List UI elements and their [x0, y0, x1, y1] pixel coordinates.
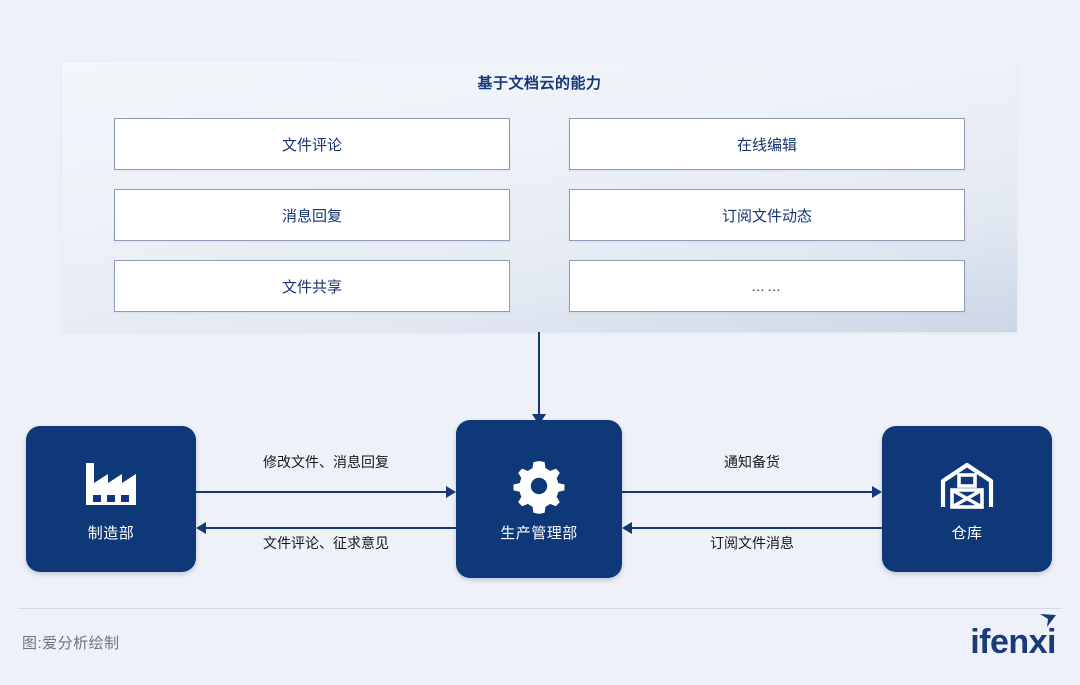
logo-arrow-icon	[1038, 613, 1058, 634]
capability-grid: 文件评论 在线编辑 消息回复 订阅文件动态 文件共享 ……	[114, 118, 965, 312]
flow-node-warehouse-label: 仓库	[951, 524, 983, 542]
flow-arrow-warehouse-to-production-line	[632, 527, 882, 529]
warehouse-icon	[937, 456, 997, 516]
flow-label-production-to-manufacturing: 文件评论、征求意见	[263, 535, 389, 551]
arrow-right-icon-manufacturing-to-production	[446, 486, 456, 498]
arrow-right-icon-production-to-warehouse	[872, 486, 882, 498]
panel-to-production-connector-line	[538, 332, 540, 418]
panel-to-production-arrowhead-icon	[532, 414, 546, 425]
flow-arrow-production-to-warehouse-line	[622, 491, 872, 493]
flow-node-manufacturing[interactable]: 制造部	[26, 426, 196, 572]
flow-label-warehouse-to-production: 订阅文件消息	[710, 535, 794, 551]
flow-arrow-production-to-manufacturing-line	[206, 527, 456, 529]
flow-node-production-label: 生产管理部	[500, 524, 578, 542]
brand-logo-text: ifenxi	[970, 623, 1056, 661]
footer-divider	[18, 608, 1062, 609]
footer-credit: 图:爱分析绘制	[22, 635, 120, 652]
capability-box-file-comment[interactable]: 文件评论	[114, 118, 510, 170]
flow-arrow-manufacturing-to-production-line	[196, 491, 446, 493]
arrow-left-icon-warehouse-to-production	[622, 522, 632, 534]
capability-box-more[interactable]: ……	[569, 260, 965, 312]
flow-node-production[interactable]: 生产管理部	[456, 420, 622, 578]
flow-node-warehouse[interactable]: 仓库	[882, 426, 1052, 572]
capability-box-message-reply[interactable]: 消息回复	[114, 189, 510, 241]
factory-icon	[81, 456, 141, 516]
flow-label-manufacturing-to-production: 修改文件、消息回复	[263, 454, 389, 470]
capability-box-subscribe-file-updates[interactable]: 订阅文件动态	[569, 189, 965, 241]
capability-panel-title: 基于文档云的能力	[477, 75, 602, 92]
capability-box-online-edit[interactable]: 在线编辑	[569, 118, 965, 170]
brand-logo: ifenxi	[970, 614, 1056, 662]
capability-box-file-share[interactable]: 文件共享	[114, 260, 510, 312]
capability-panel: 基于文档云的能力 文件评论 在线编辑 消息回复 订阅文件动态 文件共享 ……	[62, 62, 1017, 332]
gear-icon	[509, 456, 569, 516]
arrow-left-icon-production-to-manufacturing	[196, 522, 206, 534]
flow-node-manufacturing-label: 制造部	[87, 524, 135, 542]
flow-label-production-to-warehouse: 通知备货	[724, 454, 780, 470]
